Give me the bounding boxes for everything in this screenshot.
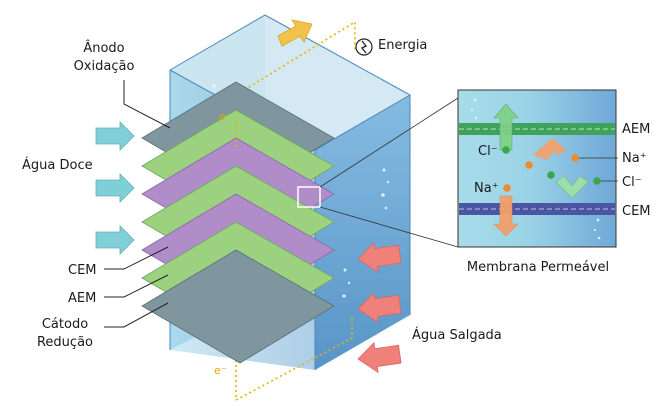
- salt-water-arrow-1: [357, 241, 402, 274]
- inset-cl-right: Cl⁻: [622, 175, 642, 190]
- inset-cem-band: [459, 203, 615, 215]
- energy-output-arrow: [277, 19, 313, 47]
- fresh-water-arrow-2: [95, 173, 135, 203]
- cem-label: CEM: [68, 263, 97, 278]
- inset-na-right: Na⁺: [622, 151, 647, 166]
- inset-aem-band: [459, 123, 615, 135]
- inset-arrow-down-orange: [493, 195, 519, 237]
- ion-cl-left: [502, 146, 510, 154]
- ion-cl-right: [593, 177, 601, 185]
- fresh-water-arrow-3: [95, 225, 135, 255]
- salt-water-arrow-2: [357, 291, 402, 324]
- electron-flow: e⁻ e⁻: [214, 110, 237, 377]
- cathode-label-line1: Cátodo: [42, 317, 88, 332]
- inset-arrow-up-green: [493, 103, 519, 151]
- inset-chevron-green: [555, 175, 589, 199]
- fresh-water-label: Água Doce: [22, 157, 93, 173]
- electron-label-top: e⁻: [219, 110, 232, 123]
- membrane-stack: [141, 81, 335, 364]
- anode-label-line2: Oxidação: [74, 59, 135, 74]
- cathode-label-line2: Redução: [37, 335, 93, 350]
- inset-na-left: Na⁺: [474, 181, 499, 196]
- energy-label: Energia: [378, 38, 427, 53]
- salt-water-arrows: [357, 241, 402, 374]
- lightbulb-icon: [355, 38, 373, 56]
- salt-water-label: Água Salgada: [412, 327, 502, 343]
- ion-green-mid: [547, 171, 555, 179]
- anode-label-line1: Ânodo: [83, 40, 124, 56]
- fresh-water-arrows: [95, 121, 135, 255]
- ion-na-right: [571, 154, 579, 162]
- ion-na-left: [503, 184, 511, 192]
- electron-label-bottom: e⁻: [214, 364, 227, 377]
- inset-cem-label: CEM: [622, 204, 651, 219]
- label-leaders: [104, 80, 171, 328]
- membrane-caption: Membrana Permeável: [467, 260, 609, 275]
- zoom-region: [297, 186, 321, 208]
- cathode-plate: [141, 249, 335, 364]
- inset-aem-label: AEM: [622, 122, 650, 137]
- membrane-inset: Cl⁻ Na⁺: [457, 89, 618, 248]
- salt-water-arrow-3: [357, 341, 402, 374]
- ion-orange-mid: [525, 161, 533, 169]
- inset-chevron-orange: [533, 138, 566, 160]
- inset-cl-left: Cl⁻: [478, 144, 498, 159]
- aem-label: AEM: [68, 291, 96, 306]
- fresh-water-arrow-1: [95, 121, 135, 151]
